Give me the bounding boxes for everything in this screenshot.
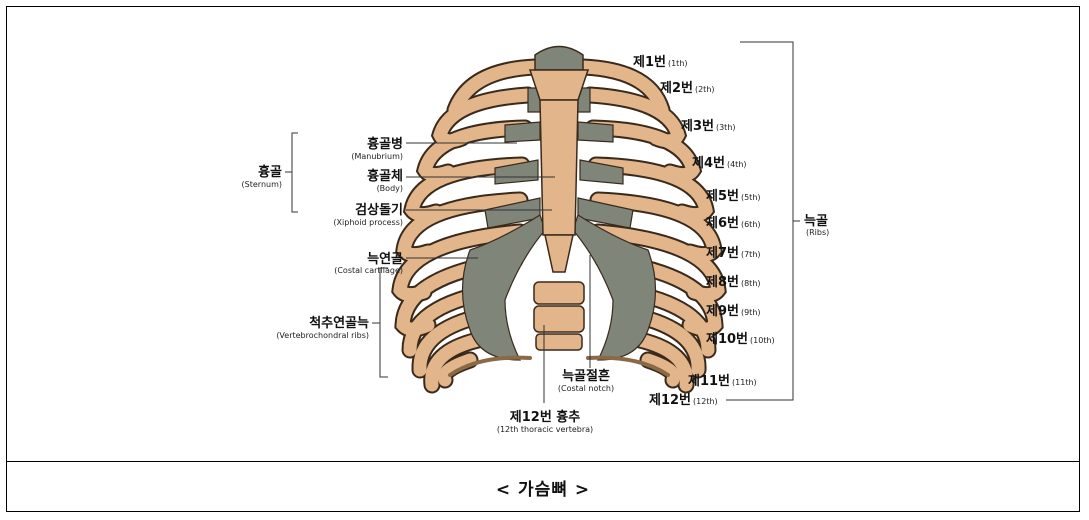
- ribs-label-en: (Ribs): [806, 228, 829, 237]
- costal-cartilage-label: 늑연골: [367, 252, 403, 267]
- sternum-label-en: (Sternum): [242, 180, 282, 189]
- rib-label-11: 제11번(11th): [688, 374, 757, 389]
- rib-label-3: 제3번(3th): [681, 119, 736, 134]
- manubrium-label-en: (Manubrium): [351, 152, 403, 161]
- body-label: 흉골체: [367, 168, 403, 184]
- manubrium-label: 흉골병: [367, 136, 403, 152]
- costal-cartilage-label-en: (Costal cartilage): [334, 266, 403, 275]
- rib-label-5: 제5번(5th): [706, 189, 761, 204]
- xiphoid-label-en: (Xiphoid process): [333, 218, 403, 227]
- ribs-label: 늑골: [804, 214, 828, 229]
- rib-label-7: 제7번(7th): [706, 246, 761, 261]
- costal-notch-label-en: (Costal notch): [558, 384, 614, 393]
- rib-label-12: 제12번(12th): [649, 393, 718, 408]
- sternum-label: 흉골: [258, 164, 282, 180]
- figure-caption: < 가슴뼈 >: [6, 462, 1080, 512]
- xiphoid-label: 검상돌기: [355, 203, 403, 218]
- rib-label-2: 제2번(2th): [660, 81, 715, 96]
- body-label-en: (Body): [377, 184, 403, 193]
- rib-cage-illustration: [400, 47, 718, 386]
- rib-label-8: 제8번(8th): [706, 275, 761, 290]
- lower-rib-arcs: [450, 358, 668, 375]
- vertebrochondral-label-en: (Vertebrochondral ribs): [276, 331, 369, 340]
- rib-label-6: 제6번(6th): [706, 216, 761, 231]
- rib-label-9: 제9번(9th): [706, 304, 761, 319]
- costal-notch-label: 늑골절흔: [562, 368, 610, 384]
- vertebra-label: 제12번 흉추: [510, 409, 580, 425]
- rib-label-10: 제10번(10th): [706, 332, 775, 347]
- rib-label-1: 제1번(1th): [633, 55, 688, 70]
- vertebra-label-en: (12th thoracic vertebra): [497, 425, 593, 434]
- vertebrochondral-label: 척추연골늑: [309, 315, 369, 331]
- vertebrae-shape: [534, 282, 584, 350]
- rib-label-4: 제4번(4th): [692, 156, 747, 171]
